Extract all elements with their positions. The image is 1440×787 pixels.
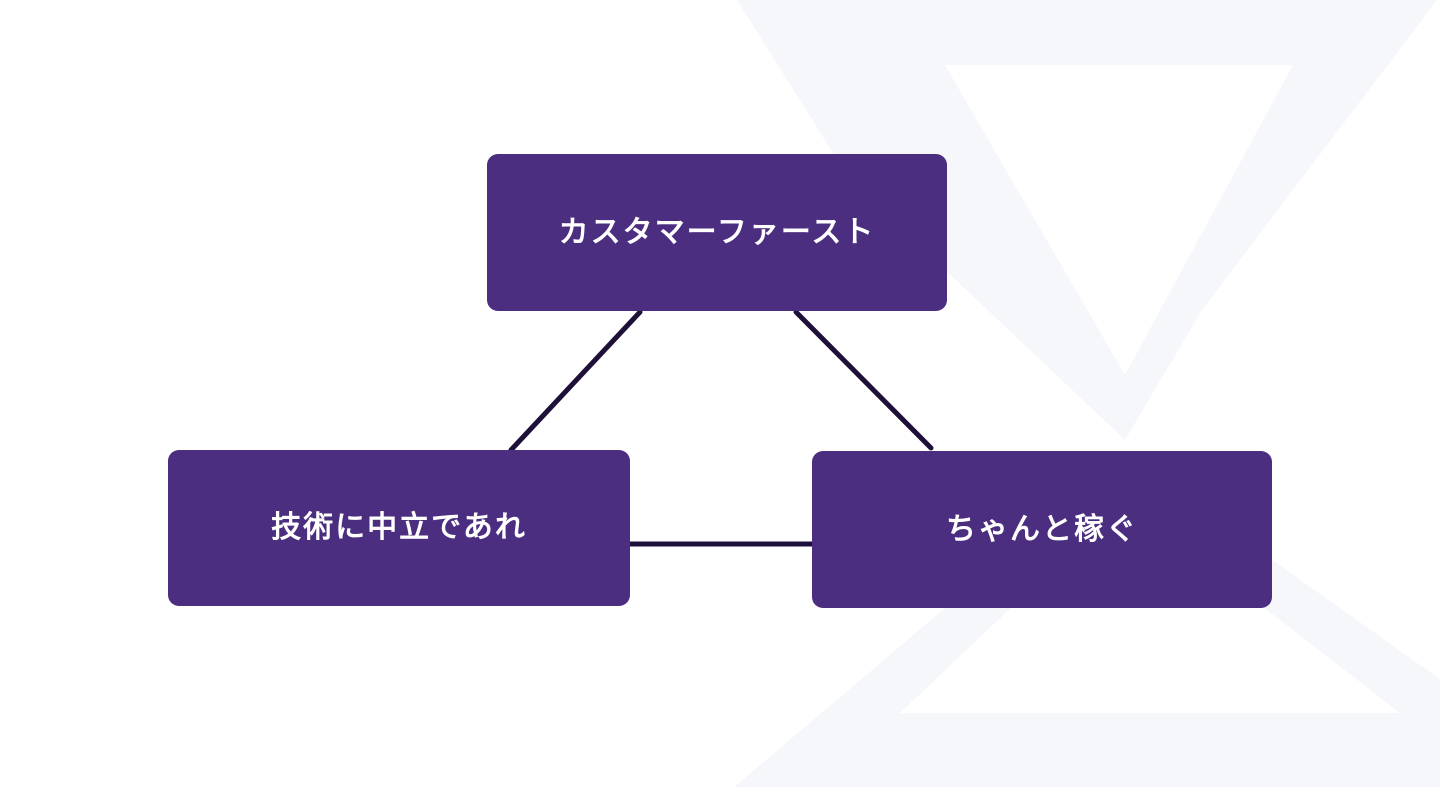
- node-label: 技術に中立であれ: [271, 511, 527, 544]
- edge-customer-first-tech-neutral: [508, 309, 643, 453]
- node-customer-first[interactable]: カスタマーファースト: [487, 154, 947, 311]
- node-tech-neutral[interactable]: 技術に中立であれ: [168, 450, 630, 606]
- node-label: カスタマーファースト: [558, 215, 876, 249]
- node-label: ちゃんと稼ぐ: [946, 512, 1138, 546]
- node-earn-properly[interactable]: ちゃんと稼ぐ: [812, 451, 1272, 608]
- edge-customer-first-earn-properly: [793, 309, 934, 451]
